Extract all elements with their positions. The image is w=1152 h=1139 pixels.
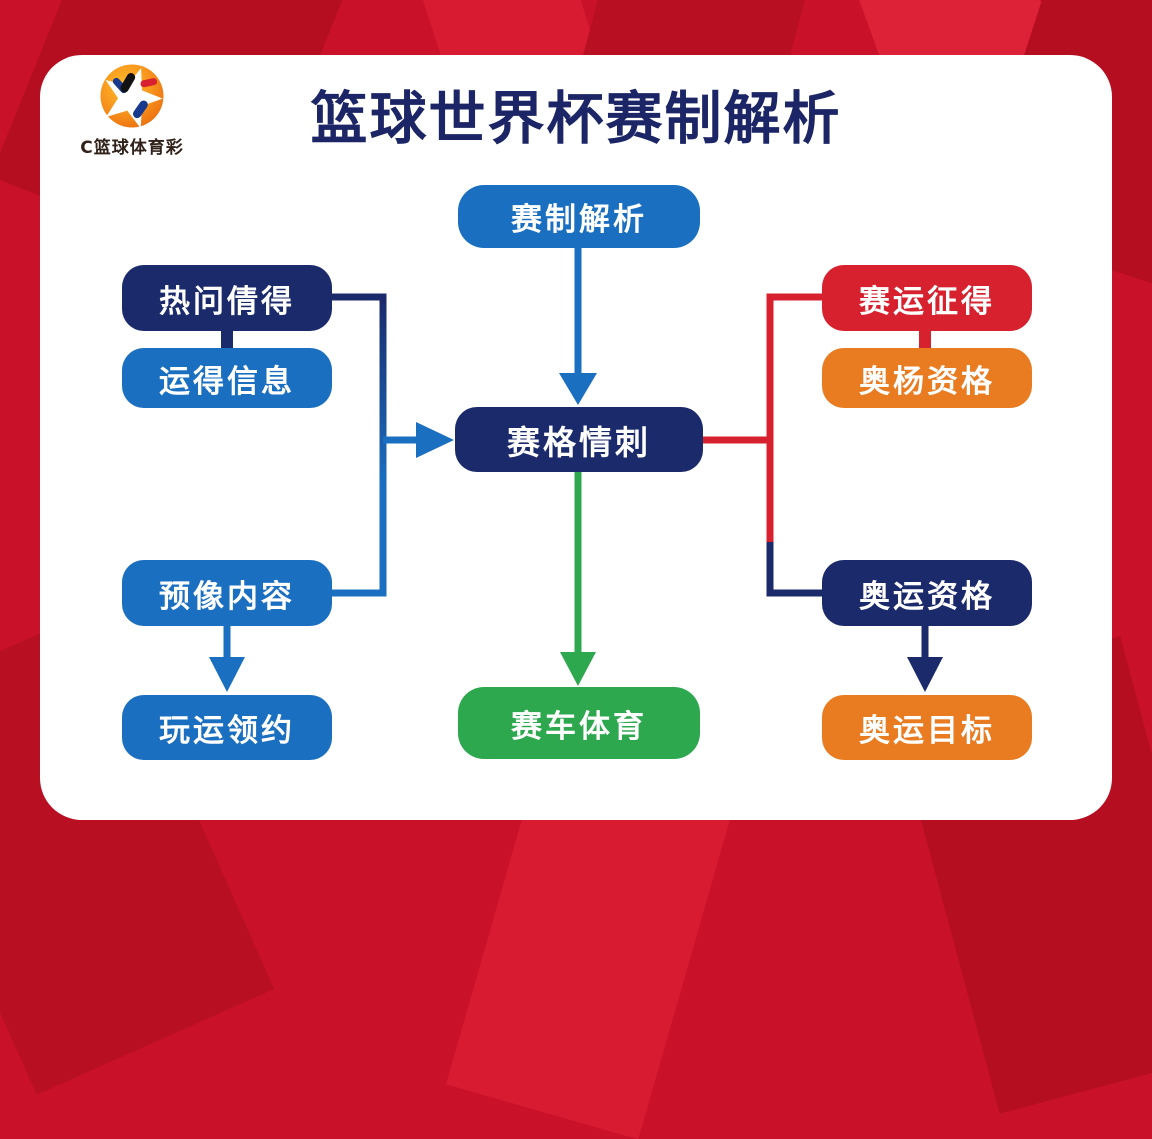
node-right-1: 赛运征得 <box>822 265 1032 331</box>
node-center: 赛格情刺 <box>455 407 703 472</box>
edge-left3-to-left4 <box>209 626 245 692</box>
edge-saizhi-to-center <box>559 248 597 405</box>
node-label: 玩运领约 <box>159 713 295 749</box>
node-right-2: 奥杨资格 <box>822 348 1032 408</box>
node-left-1: 热问倩得 <box>122 265 332 331</box>
node-label: 赛格情刺 <box>507 422 651 462</box>
node-label: 赛制解析 <box>511 202 647 238</box>
star-ball-logo-icon <box>100 64 164 129</box>
edge-right3-to-right4 <box>907 626 943 692</box>
node-bottom-center: 赛车体育 <box>458 687 700 759</box>
node-label: 奥运目标 <box>859 713 995 749</box>
node-right-4: 奥运目标 <box>822 695 1032 760</box>
node-label: 热问倩得 <box>159 283 295 320</box>
node-label: 运得信息 <box>159 363 295 400</box>
node-label: 奥杨资格 <box>859 363 995 400</box>
node-label: 奥运资格 <box>859 578 995 615</box>
node-saizhi-jiexi: 赛制解析 <box>458 185 700 248</box>
node-label: 赛运征得 <box>859 283 995 320</box>
node-right-3: 奥运资格 <box>822 560 1032 626</box>
edge-right-bracket <box>703 293 822 597</box>
node-left-2: 运得信息 <box>122 348 332 408</box>
brand-logo: C篮球体育彩 <box>72 61 192 158</box>
edge-center-to-green <box>560 472 596 686</box>
node-left-4: 玩运领约 <box>122 695 332 760</box>
page-title: 篮球世界杯赛制解析 <box>310 86 842 152</box>
node-label: 预像内容 <box>159 578 295 615</box>
node-label: 赛车体育 <box>511 708 647 745</box>
edge-left-bracket <box>332 293 454 597</box>
logo-caption: C篮球体育彩 <box>80 138 184 158</box>
node-left-3: 预像内容 <box>122 560 332 626</box>
white-card: C篮球体育彩 篮球世界杯赛制解析 <box>40 55 1112 820</box>
